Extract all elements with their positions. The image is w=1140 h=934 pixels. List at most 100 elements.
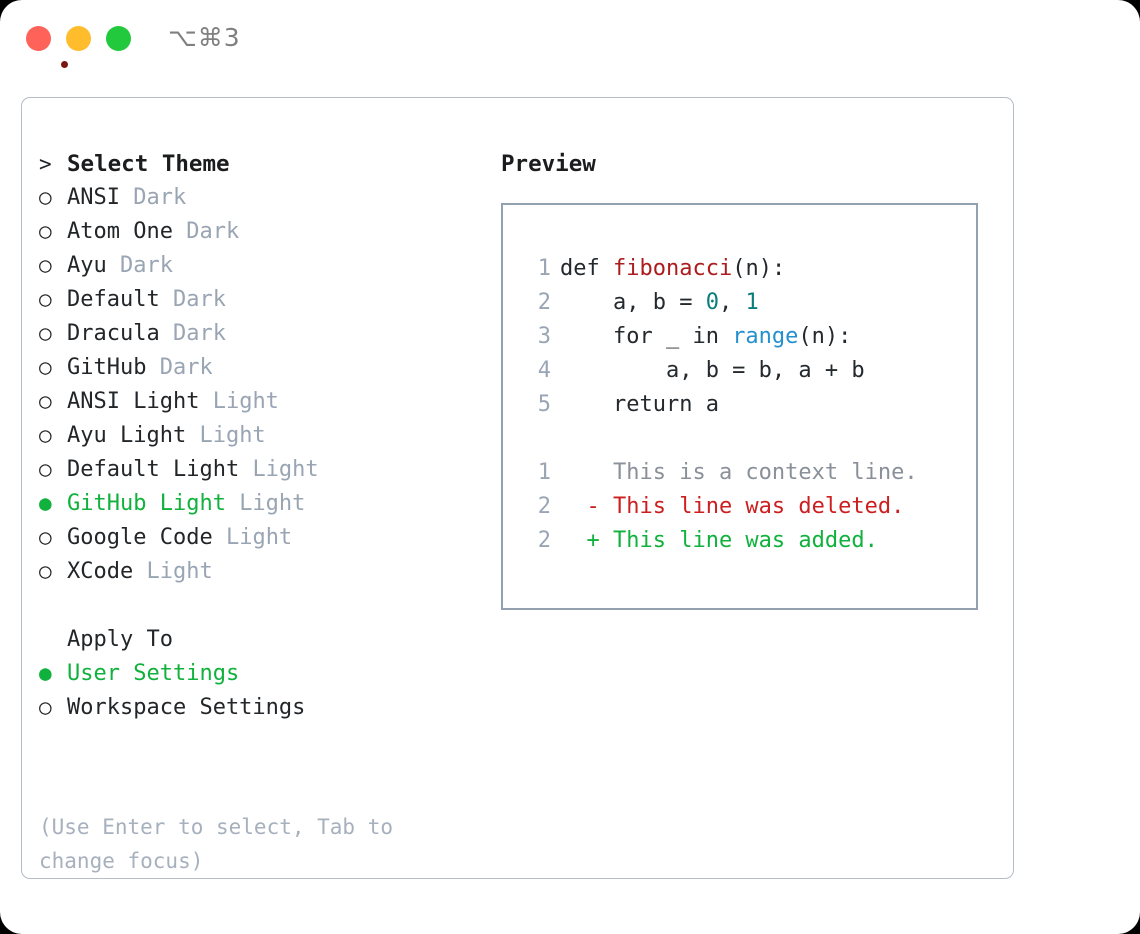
theme-name: Ayu Light <box>67 423 200 448</box>
main-panel: > Select Theme ○ ANSI Dark○ Atom One Dar… <box>21 97 1014 879</box>
line-number: 2 <box>537 290 551 315</box>
theme-name: Default <box>67 287 173 312</box>
apply-to-options: ● User Settings○ Workspace Settings <box>39 661 479 729</box>
apply-to-heading: Apply To <box>39 627 479 661</box>
recording-indicator-icon <box>61 61 68 68</box>
theme-name: GitHub Light <box>67 491 240 516</box>
theme-variant: Light <box>252 457 319 482</box>
radio-unselected-icon[interactable]: ○ <box>39 253 65 277</box>
radio-unselected-icon[interactable]: ○ <box>39 525 65 549</box>
theme-variant: Dark <box>172 321 226 346</box>
code-line: 2 a, b = 0, 1 <box>523 286 918 320</box>
keyboard-hint-text: (Use Enter to select, Tab to change focu… <box>39 815 406 873</box>
theme-name: Google Code <box>67 525 226 550</box>
theme-list-item[interactable]: ○ XCode Light <box>39 559 479 593</box>
code-line-text: return a <box>551 388 719 422</box>
keyboard-shortcut-label: ⌥⌘3 <box>168 23 241 52</box>
apply-to-option[interactable]: ● User Settings <box>39 661 479 695</box>
theme-list-item[interactable]: ○ Atom One Dark <box>39 219 479 253</box>
radio-selected-icon[interactable]: ● <box>39 491 65 515</box>
line-number: 4 <box>537 358 551 383</box>
theme-list-item[interactable]: ○ Ayu Light Light <box>39 423 479 457</box>
theme-picker: > Select Theme ○ ANSI Dark○ Atom One Dar… <box>39 151 479 729</box>
prompt-caret-icon: > <box>39 152 65 176</box>
list-spacer <box>39 593 479 627</box>
zoom-button[interactable] <box>106 26 131 51</box>
line-number: 5 <box>537 392 551 417</box>
radio-unselected-icon[interactable]: ○ <box>39 389 65 413</box>
diff-line: 2 + This line was added. <box>523 524 918 558</box>
code-line: 3 for _ in range(n): <box>523 320 918 354</box>
code-token: , <box>718 290 746 315</box>
radio-selected-icon[interactable]: ● <box>39 661 65 685</box>
theme-picker-heading: > Select Theme <box>39 151 479 185</box>
preview-title: Preview <box>501 151 596 177</box>
code-token: return a <box>560 392 719 417</box>
code-line-text: for _ in range(n): <box>551 320 851 354</box>
theme-name: ANSI Light <box>67 389 213 414</box>
line-number: 2 <box>537 494 551 519</box>
theme-name: Atom One <box>67 219 187 244</box>
apply-to-option-label: Workspace Settings <box>67 695 306 720</box>
code-token: a, b = <box>560 290 706 315</box>
code-line-text: a, b = 0, 1 <box>551 286 759 320</box>
radio-unselected-icon[interactable]: ○ <box>39 695 65 719</box>
radio-unselected-icon[interactable]: ○ <box>39 559 65 583</box>
code-token: 1 <box>745 290 759 315</box>
theme-list-item[interactable]: ○ ANSI Dark <box>39 185 479 219</box>
close-button[interactable] <box>26 26 68 68</box>
theme-name: GitHub <box>67 355 160 380</box>
theme-list-item[interactable]: ○ GitHub Dark <box>39 355 479 389</box>
minimize-button[interactable] <box>66 26 91 51</box>
diff-line: 2 - This line was deleted. <box>523 490 918 524</box>
radio-unselected-icon[interactable]: ○ <box>39 355 65 379</box>
theme-variant: Light <box>212 389 279 414</box>
code-token: fibonacci <box>612 256 733 281</box>
theme-list-item[interactable]: ○ Ayu Dark <box>39 253 479 287</box>
title-bar: ⌥⌘3 <box>0 0 1140 78</box>
diff-line: 1 This is a context line. <box>523 456 918 490</box>
apply-to-option[interactable]: ○ Workspace Settings <box>39 695 479 729</box>
code-token: range <box>732 324 799 349</box>
theme-list-item[interactable]: ○ Dracula Dark <box>39 321 479 355</box>
theme-picker-title: Select Theme <box>67 151 230 177</box>
radio-unselected-icon[interactable]: ○ <box>39 219 65 243</box>
theme-list-item[interactable]: ○ Default Dark <box>39 287 479 321</box>
code-line: 4 a, b = b, a + b <box>523 354 918 388</box>
theme-variant: Dark <box>186 219 240 244</box>
theme-variant: Dark <box>119 253 173 278</box>
theme-variant: Light <box>239 491 306 516</box>
theme-list-item[interactable]: ○ Default Light Light <box>39 457 479 491</box>
radio-unselected-icon[interactable]: ○ <box>39 423 65 447</box>
line-number: 1 <box>537 256 551 281</box>
apply-to-option-label: User Settings <box>67 661 240 686</box>
code-token: (n): <box>798 324 852 349</box>
theme-variant: Light <box>146 559 213 584</box>
theme-name: Default Light <box>67 457 253 482</box>
radio-unselected-icon[interactable]: ○ <box>39 287 65 311</box>
code-token: def <box>560 256 613 281</box>
theme-variant: Light <box>225 525 293 550</box>
code-line: 5 return a <box>523 388 918 422</box>
theme-variant: Light <box>199 423 266 448</box>
diff-line-text: This is a context line. <box>560 460 918 485</box>
theme-list-item[interactable]: ○ ANSI Light Light <box>39 389 479 423</box>
radio-unselected-icon[interactable]: ○ <box>39 457 65 481</box>
apply-to-title: Apply To <box>67 627 173 652</box>
line-number: 3 <box>537 324 551 349</box>
code-token: a, b = b, a + b <box>560 358 865 383</box>
code-line-text: def fibonacci(n): <box>551 252 785 286</box>
radio-unselected-icon[interactable]: ○ <box>39 321 65 345</box>
radio-unselected-icon[interactable]: ○ <box>39 185 65 209</box>
theme-list-item[interactable]: ○ Google Code Light <box>39 525 479 559</box>
theme-list-item[interactable]: ● GitHub Light Light <box>39 491 479 525</box>
preview-gap <box>523 422 918 456</box>
code-line-text: a, b = b, a + b <box>551 354 865 388</box>
apply-to-indent <box>39 627 67 651</box>
theme-variant: Dark <box>133 185 187 210</box>
preview-header: Preview <box>501 151 596 177</box>
